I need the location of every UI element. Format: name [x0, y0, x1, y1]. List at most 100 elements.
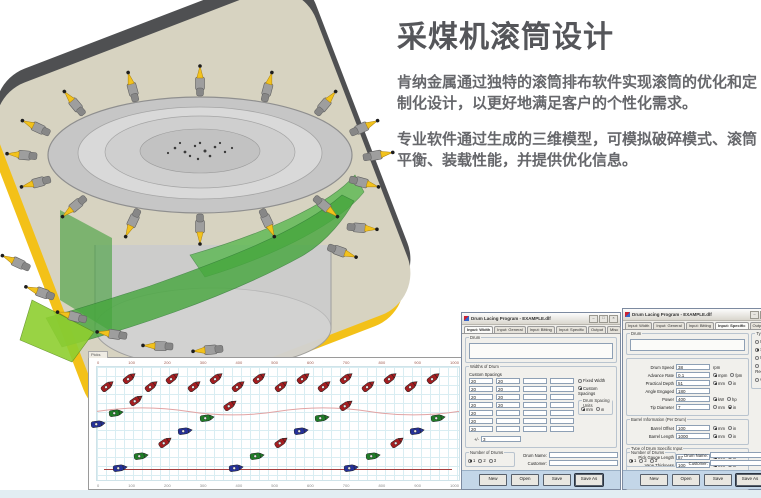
drum-count-3-radio-label: 3 — [493, 458, 497, 464]
drum-name-input[interactable] — [710, 452, 761, 458]
drum-count-3-radio[interactable] — [488, 458, 493, 463]
width-mode-fixed-width-radio[interactable] — [578, 378, 582, 383]
spacing-input[interactable] — [550, 378, 574, 384]
main-field-unit-fpm-radio[interactable] — [730, 373, 735, 377]
tab-input-width[interactable]: Input: Width — [625, 322, 653, 329]
main-field-unit-mm-radio-label: mm — [718, 404, 725, 410]
save-as-button[interactable]: Save As — [574, 473, 604, 487]
spacing-input[interactable] — [496, 426, 520, 432]
save-button[interactable]: Save — [704, 474, 732, 486]
drum-count-3-radio[interactable] — [649, 458, 654, 463]
chart-tab-label[interactable]: Picks — [88, 351, 108, 358]
barrel-field-input[interactable] — [676, 425, 710, 431]
spacing-input[interactable] — [469, 386, 493, 392]
main-field-input[interactable] — [676, 380, 710, 386]
new-button[interactable]: New — [640, 474, 668, 486]
drum-type-other-radio[interactable] — [755, 377, 760, 382]
tolerance-input[interactable] — [481, 436, 521, 442]
save-as-button[interactable]: Save As — [735, 473, 761, 487]
main-field-unit-mm-radio[interactable] — [713, 381, 717, 385]
minimize-button[interactable]: – — [750, 310, 759, 319]
save-button[interactable]: Save — [543, 474, 571, 486]
spacing-input[interactable] — [496, 410, 520, 416]
drum-count-1-radio[interactable] — [468, 458, 472, 463]
tab-input-general[interactable]: Input: General — [653, 322, 685, 329]
open-button[interactable]: Open — [672, 474, 700, 486]
specific-field-input[interactable] — [676, 454, 710, 460]
drum-type-reclaimer-radio[interactable] — [755, 363, 760, 368]
minimize-button[interactable]: – — [589, 314, 598, 323]
drum-name-input[interactable] — [549, 452, 618, 458]
maximize-button[interactable]: □ — [599, 314, 608, 323]
new-button[interactable]: New — [479, 474, 507, 486]
spacing-input[interactable] — [469, 378, 493, 384]
main-field-input[interactable] — [676, 388, 710, 394]
spacing-input[interactable] — [550, 402, 574, 408]
main-field-input[interactable] — [676, 396, 710, 402]
spacing-input[interactable] — [469, 426, 493, 432]
barrel-field-unit-mm-radio[interactable] — [713, 426, 717, 430]
spacing-input[interactable] — [550, 418, 574, 424]
tab-misc[interactable]: Misc — [607, 326, 622, 333]
drum-count-1-radio[interactable] — [629, 458, 633, 463]
tab-output[interactable]: Output — [749, 322, 761, 329]
main-field-input[interactable] — [676, 404, 710, 410]
spacing-input[interactable] — [523, 378, 547, 384]
spacing-input[interactable] — [523, 410, 547, 416]
spacing-input[interactable] — [469, 394, 493, 400]
spacing-input[interactable] — [550, 426, 574, 432]
open-button[interactable]: Open — [511, 474, 539, 486]
tab-input-general[interactable]: Input: General — [494, 326, 526, 333]
spacing-input[interactable] — [523, 394, 547, 400]
lacing-pick-blue — [176, 421, 193, 435]
barrel-field-unit-in-radio[interactable] — [727, 434, 732, 438]
spacing-input[interactable] — [496, 418, 520, 424]
spacing-unit-in-radio[interactable] — [595, 407, 600, 412]
tab-input-bitting[interactable]: Input: Bitting — [685, 322, 714, 329]
spacing-input[interactable] — [523, 402, 547, 408]
customer-input[interactable] — [710, 460, 761, 466]
main-field-input[interactable] — [676, 364, 710, 370]
spacing-input[interactable] — [550, 410, 574, 416]
main-field-input[interactable] — [676, 372, 710, 378]
main-field-unit-kW-radio[interactable] — [713, 397, 717, 401]
titlebar[interactable]: Drum Lacing Program - EXAMPLE.dlf –□× — [623, 309, 761, 321]
tab-input-bitting[interactable]: Input: Bitting — [526, 326, 555, 333]
spacing-input[interactable] — [469, 418, 493, 424]
spacing-input[interactable] — [496, 402, 520, 408]
width-mode-custom-spacings-radio[interactable] — [578, 386, 582, 391]
drum-count-2-radio[interactable] — [639, 458, 644, 463]
spacing-input[interactable] — [523, 386, 547, 392]
drum-type-milling-radio[interactable] — [755, 339, 760, 344]
main-field-unit-in-radio[interactable] — [727, 405, 732, 409]
specific-field-input[interactable] — [676, 462, 710, 468]
main-field-unit-in-radio[interactable] — [727, 381, 732, 385]
tab-output[interactable]: Output — [588, 326, 607, 333]
customer-input[interactable] — [549, 460, 618, 466]
drum-type-shearer-radio[interactable] — [755, 347, 760, 352]
tab-input-width[interactable]: Input: Width — [464, 326, 494, 333]
spacing-input[interactable] — [469, 410, 493, 416]
spacing-input[interactable] — [550, 386, 574, 392]
spacing-unit-mm-radio[interactable] — [581, 407, 585, 412]
spacing-input[interactable] — [496, 378, 520, 384]
main-field-unit-hp-radio[interactable] — [727, 397, 732, 401]
barrel-field-unit-in-radio[interactable] — [727, 426, 732, 430]
spacing-input[interactable] — [496, 394, 520, 400]
spacing-input[interactable] — [523, 418, 547, 424]
spacing-input[interactable] — [550, 394, 574, 400]
barrel-field-input[interactable] — [676, 433, 710, 439]
main-field-unit-mm-radio[interactable] — [713, 405, 717, 409]
spacing-input[interactable] — [523, 426, 547, 432]
tab-input-specific[interactable]: Input: Specific — [714, 322, 749, 329]
close-button[interactable]: × — [609, 314, 618, 323]
spacing-input[interactable] — [469, 402, 493, 408]
titlebar[interactable]: Drum Lacing Program - EXAMPLE.dlf –□× — [462, 313, 620, 325]
barrel-field-unit-mm-radio[interactable] — [713, 434, 717, 438]
main-field-unit-mpm-radio[interactable] — [713, 373, 717, 377]
tab-input-specific[interactable]: Input: Specific — [555, 326, 588, 333]
spacing-input[interactable] — [496, 386, 520, 392]
drum-type-miner-radio[interactable] — [755, 355, 760, 360]
drum-count-2-radio[interactable] — [478, 458, 483, 463]
